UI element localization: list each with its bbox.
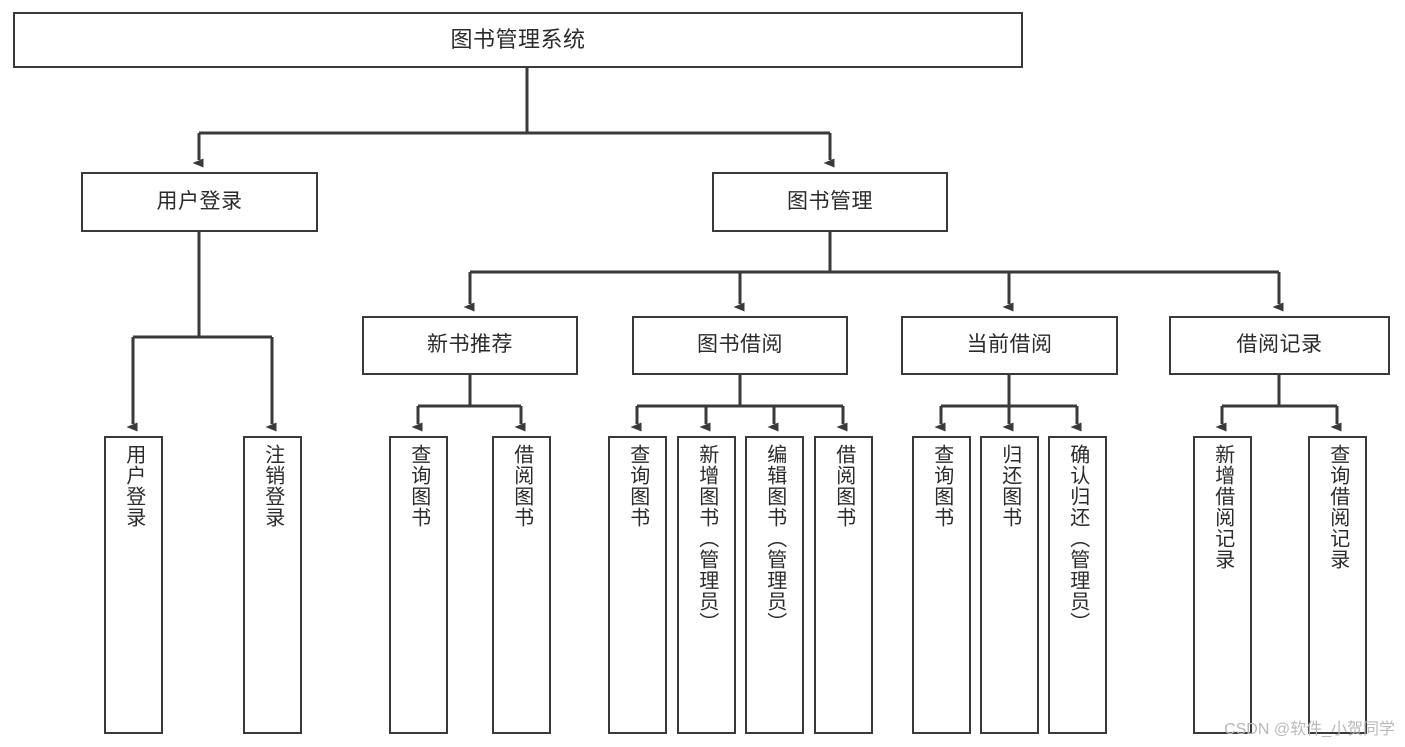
node-label: 注销登录: [261, 444, 284, 528]
node-label: 确认归还（管理员）: [1066, 444, 1089, 633]
leaf-borrow-book-new[interactable]: 借阅图书: [492, 436, 551, 734]
node-current-borrow[interactable]: 当前借阅: [901, 316, 1118, 375]
node-label: 新增借阅记录: [1211, 444, 1234, 570]
node-label: 图书管理系统: [450, 27, 586, 53]
node-borrow-record[interactable]: 借阅记录: [1169, 316, 1390, 375]
node-user-login[interactable]: 用户登录: [81, 172, 318, 232]
node-label: 借阅图书: [510, 444, 533, 528]
leaf-return-book[interactable]: 归还图书: [980, 436, 1039, 734]
node-label: 新书推荐: [427, 333, 513, 357]
leaf-query-book-current[interactable]: 查询图书: [912, 436, 971, 734]
leaf-add-book-admin[interactable]: 新增图书（管理员）: [677, 436, 736, 734]
node-root-book-management-system[interactable]: 图书管理系统: [13, 12, 1023, 68]
node-label: 编辑图书（管理员）: [763, 444, 786, 633]
node-label: 归还图书: [998, 444, 1021, 528]
leaf-query-book-borrow[interactable]: 查询图书: [608, 436, 667, 734]
node-label: 用户登录: [122, 444, 145, 528]
leaf-user-login[interactable]: 用户登录: [104, 436, 163, 734]
leaf-query-borrow-record[interactable]: 查询借阅记录: [1308, 436, 1367, 734]
leaf-confirm-return-admin[interactable]: 确认归还（管理员）: [1048, 436, 1107, 734]
node-new-book-recommend[interactable]: 新书推荐: [362, 316, 578, 375]
node-book-borrow[interactable]: 图书借阅: [632, 316, 848, 375]
leaf-edit-book-admin[interactable]: 编辑图书（管理员）: [745, 436, 804, 734]
watermark-text: CSDN @软件_小贺同学: [1224, 721, 1395, 738]
node-label: 查询图书: [930, 444, 953, 528]
node-label: 用户登录: [156, 189, 243, 213]
node-label: 查询借阅记录: [1326, 444, 1349, 570]
node-label: 当前借阅: [966, 333, 1053, 357]
node-label: 新增图书（管理员）: [695, 444, 718, 633]
node-label: 查询图书: [626, 444, 649, 528]
node-label: 借阅记录: [1236, 333, 1323, 357]
leaf-query-book-new[interactable]: 查询图书: [389, 436, 448, 734]
leaf-add-borrow-record[interactable]: 新增借阅记录: [1193, 436, 1252, 734]
leaf-borrow-book[interactable]: 借阅图书: [814, 436, 873, 734]
leaf-logout[interactable]: 注销登录: [243, 436, 302, 734]
node-label: 借阅图书: [832, 444, 855, 528]
node-book-management[interactable]: 图书管理: [712, 172, 948, 232]
node-label: 查询图书: [407, 444, 430, 528]
node-label: 图书借阅: [697, 333, 783, 357]
node-label: 图书管理: [787, 189, 873, 213]
